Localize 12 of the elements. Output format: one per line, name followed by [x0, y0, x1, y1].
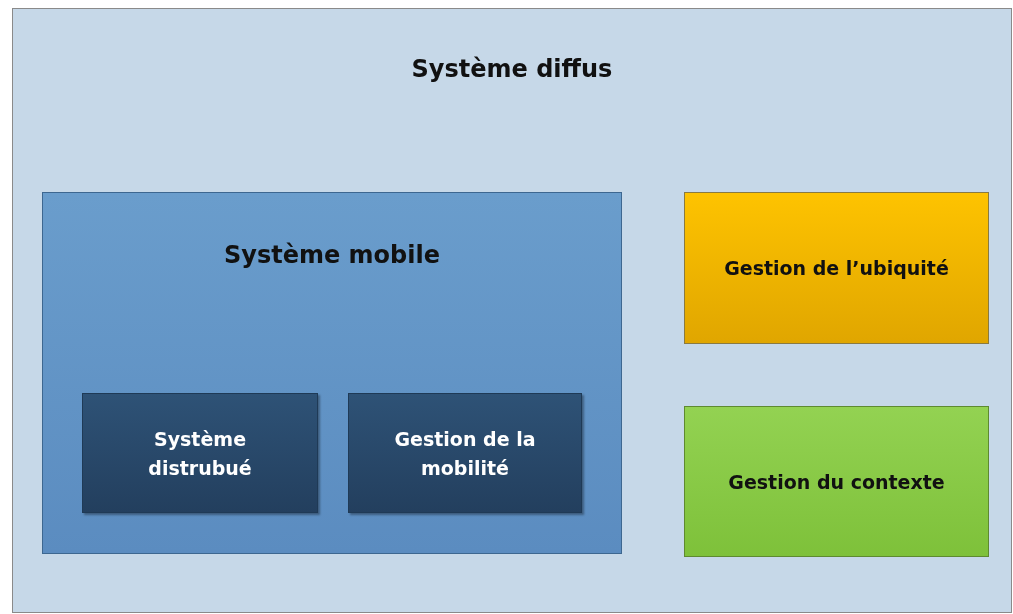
container-box — [12, 8, 1012, 613]
box-title: Système diffus — [410, 55, 614, 83]
process-box — [684, 192, 989, 344]
box-label: Gestion du contexte — [727, 469, 946, 495]
box-label: Gestion de la mobilité — [393, 426, 537, 480]
box-title: Système mobile — [223, 241, 441, 269]
process-box — [348, 393, 582, 513]
process-box — [684, 406, 989, 557]
box-label: Système distrubué — [147, 426, 253, 480]
container-box — [42, 192, 622, 554]
box-label: Gestion de l’ubiquité — [723, 255, 950, 281]
process-box — [82, 393, 318, 513]
